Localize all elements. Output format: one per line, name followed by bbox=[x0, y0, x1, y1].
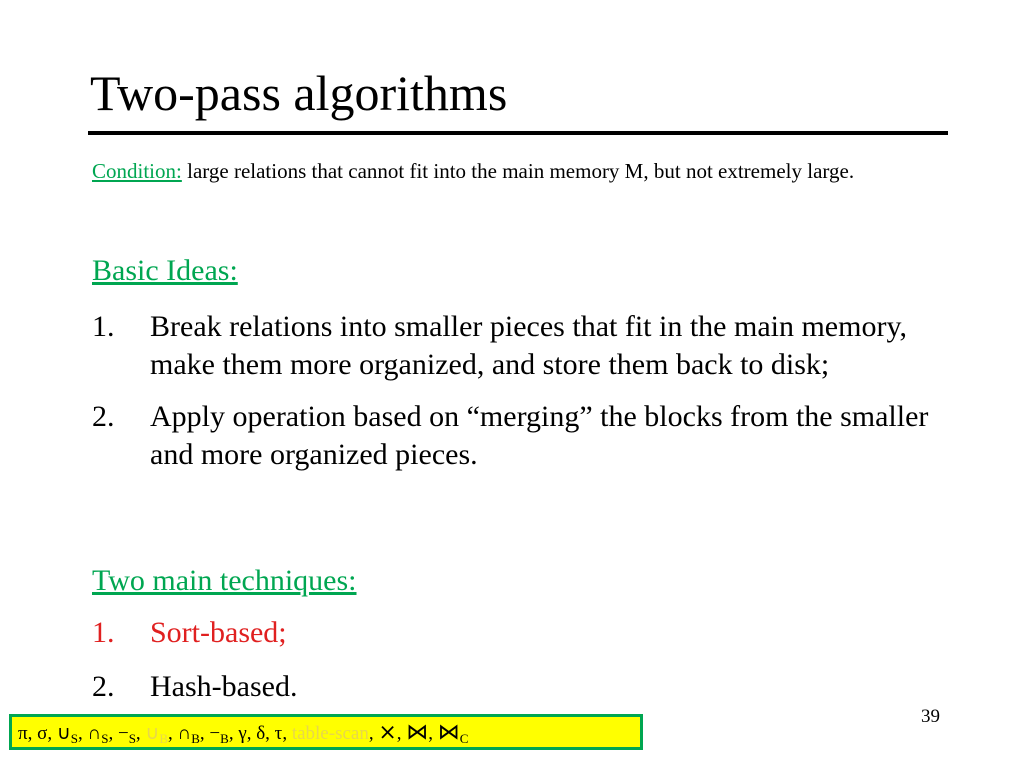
intersect-b-symbol: ∩B bbox=[177, 723, 200, 746]
item-number: 1. bbox=[92, 310, 115, 343]
list-item: 1. Sort-based; bbox=[92, 614, 962, 652]
theta-join-symbol: ⋈C bbox=[437, 719, 469, 746]
tau-symbol: τ bbox=[274, 723, 283, 744]
union-b-symbol: ∪B bbox=[145, 723, 169, 746]
techniques-heading: Two main techniques: bbox=[92, 564, 357, 597]
list-item: 2. Apply operation based on “merging” th… bbox=[92, 398, 962, 474]
item-text: Break relations into smaller pieces that… bbox=[150, 310, 908, 381]
operators-box: π, σ, ∪S, ∩S, −S, ∪B, ∩B, −B, γ, δ, τ, t… bbox=[9, 714, 643, 750]
basic-ideas-heading: Basic Ideas: bbox=[92, 254, 238, 287]
cross-product-symbol: ⨯ bbox=[378, 719, 397, 744]
minus-s-symbol: −S bbox=[117, 723, 136, 746]
condition-text: large relations that cannot fit into the… bbox=[181, 159, 855, 183]
list-item: 2. Hash-based. bbox=[92, 668, 962, 706]
list-item: 1. Break relations into smaller pieces t… bbox=[92, 308, 962, 384]
item-text: Apply operation based on “merging” the b… bbox=[150, 400, 929, 471]
table-scan-label: table-scan bbox=[291, 723, 369, 744]
natural-join-symbol: ⋈ bbox=[406, 719, 429, 744]
delta-symbol: δ bbox=[256, 723, 266, 744]
item-number: 1. bbox=[92, 616, 115, 649]
pi-symbol: π bbox=[18, 723, 28, 744]
title-underline bbox=[88, 131, 948, 135]
item-text: Hash-based. bbox=[150, 670, 298, 703]
item-text: Sort-based; bbox=[150, 616, 287, 649]
page-number: 39 bbox=[921, 706, 940, 727]
intersect-s-symbol: ∩S bbox=[87, 723, 109, 746]
condition-label: Condition: bbox=[92, 159, 182, 183]
slide-title: Two-pass algorithms bbox=[90, 65, 508, 121]
condition-paragraph: Condition: large relations that cannot f… bbox=[92, 154, 952, 188]
item-number: 2. bbox=[92, 670, 115, 703]
gamma-symbol: γ bbox=[238, 723, 247, 744]
sigma-symbol: σ bbox=[37, 723, 48, 744]
union-s-symbol: ∪S bbox=[56, 723, 78, 746]
techniques-list: 1. Sort-based; 2. Hash-based. bbox=[92, 614, 962, 706]
basic-ideas-list: 1. Break relations into smaller pieces t… bbox=[92, 308, 962, 474]
item-number: 2. bbox=[92, 400, 115, 433]
minus-b-symbol: −B bbox=[209, 723, 229, 746]
